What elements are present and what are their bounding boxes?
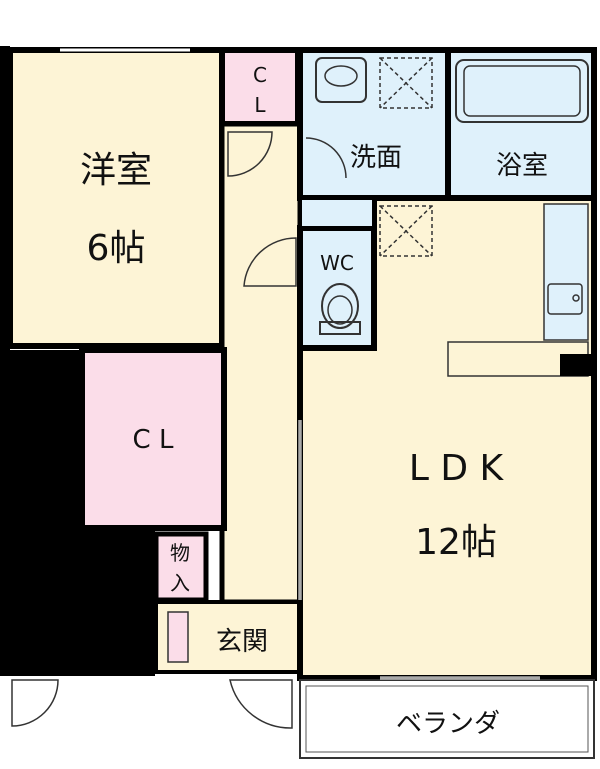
washroom-passage — [298, 196, 376, 230]
western-room-size: 6帖 — [87, 228, 146, 269]
washroom-label: 洗面 — [350, 143, 402, 173]
entrance-door-icon — [11, 679, 59, 727]
ventilation-fan-icon — [379, 205, 433, 257]
washroom-door-icon — [305, 137, 347, 179]
washroom — [297, 47, 451, 201]
entrance-label: 玄関 — [216, 627, 268, 657]
bathtub-inner-icon — [463, 65, 581, 117]
large-closet — [79, 347, 227, 531]
ldk-room — [297, 195, 597, 681]
washbasin-bowl-icon — [324, 65, 358, 87]
door-swing-icon — [227, 131, 273, 177]
small-closet-label-2: L — [254, 93, 266, 117]
door-swing-icon — [243, 237, 297, 287]
entrance-door-icon — [229, 679, 293, 729]
ldk-label: L D K — [409, 448, 505, 489]
kitchen-sink-icon — [547, 283, 583, 315]
sink-drain-icon — [572, 294, 580, 302]
small-closet-label-1: C — [253, 63, 267, 87]
toilet-label: WC — [320, 251, 354, 275]
bathroom-label: 浴室 — [496, 151, 548, 181]
kitchen-counter — [543, 203, 589, 341]
outer-wall-lower-block-2 — [85, 528, 155, 676]
washbasin-icon — [315, 57, 367, 103]
outer-wall-lower-block — [0, 350, 85, 676]
western-room-label: 洋室 — [80, 150, 152, 191]
large-closet-label: C L — [133, 425, 174, 455]
toilet-icon — [319, 283, 361, 335]
balcony-label: ベランダ — [396, 709, 500, 739]
storage-label-2: 入 — [170, 571, 190, 595]
bathtub-icon — [455, 59, 589, 123]
kitchen-pillar — [560, 354, 594, 376]
ventilation-fan-icon — [379, 57, 433, 109]
storage-label-1: 物 — [170, 541, 190, 565]
toilet-room — [297, 225, 377, 351]
balcony-inner-line — [305, 685, 589, 753]
shoe-cabinet — [167, 611, 189, 663]
western-room — [7, 47, 225, 349]
ldk-size: 12帖 — [415, 522, 497, 563]
corridor — [219, 121, 303, 605]
balcony — [299, 679, 595, 759]
